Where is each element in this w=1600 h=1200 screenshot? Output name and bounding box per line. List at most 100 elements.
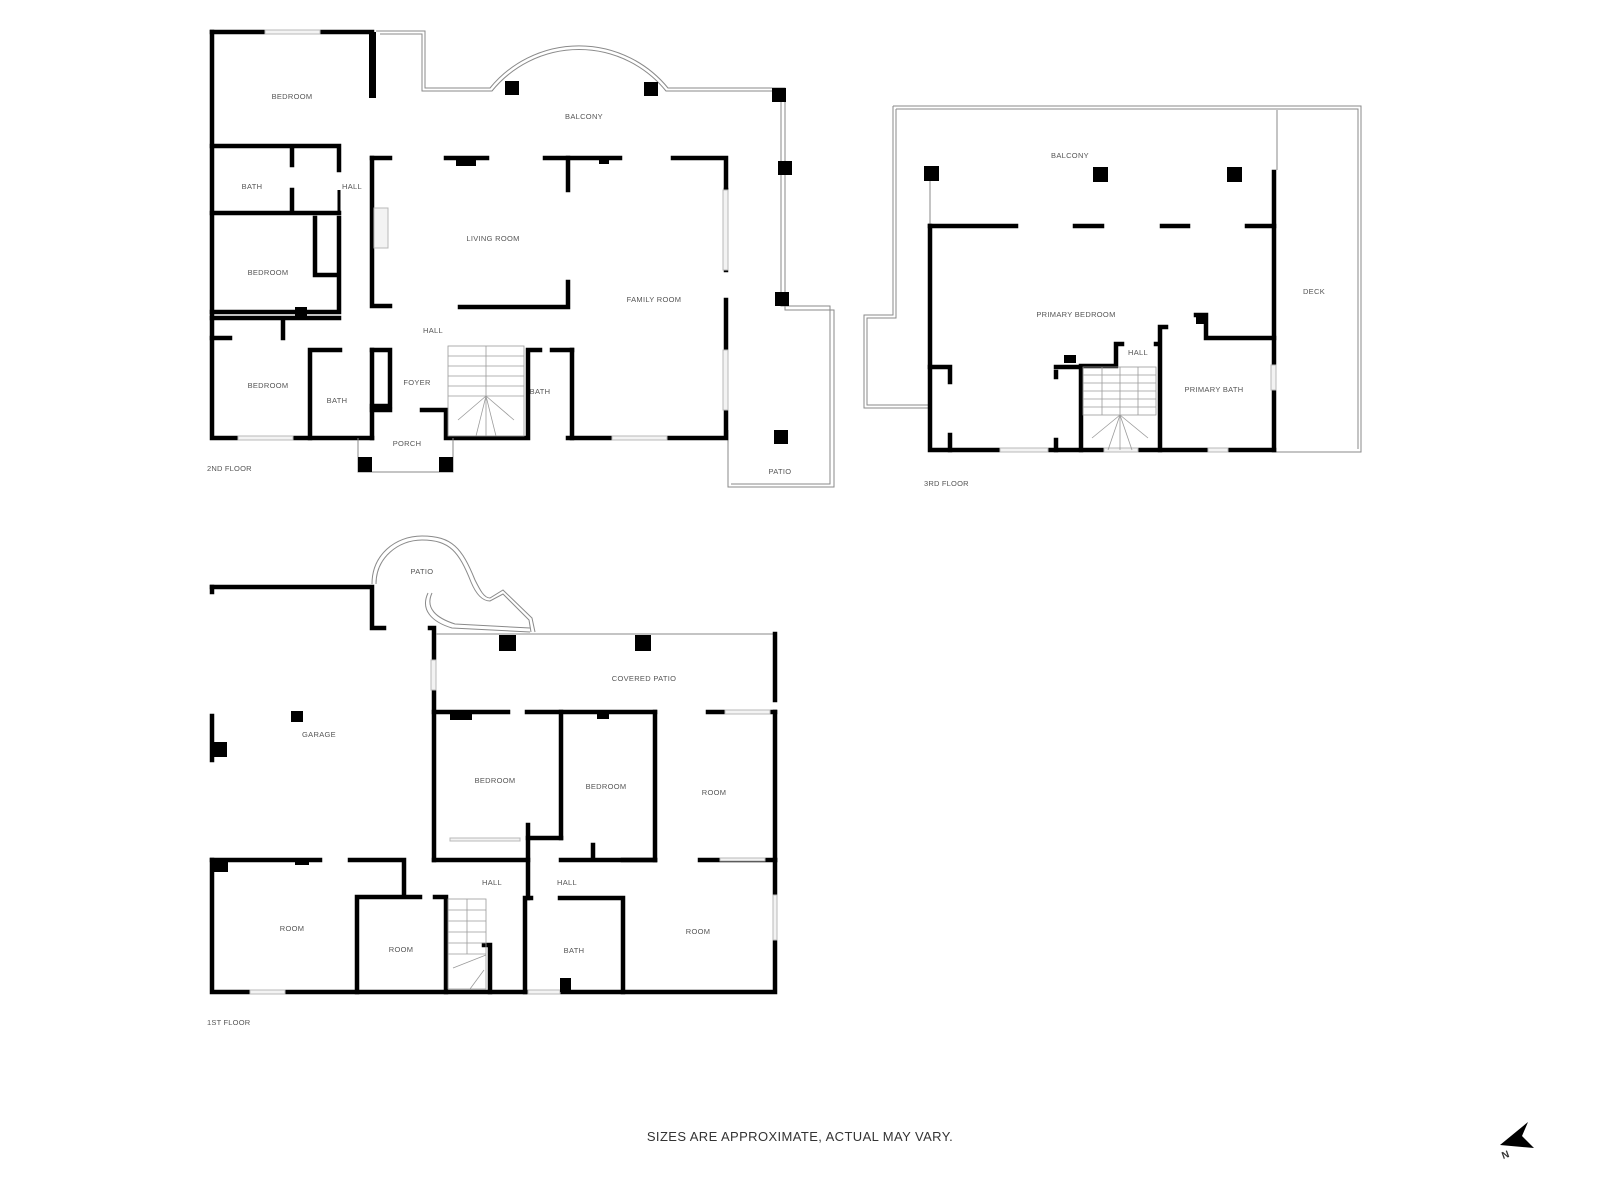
room-label-primary-bedroom: PRIMARY BEDROOM — [1036, 310, 1115, 319]
floor-label-1st: 1ST FLOOR — [207, 1018, 251, 1027]
closet-door — [449, 837, 521, 842]
room-label-hall: HALL — [482, 878, 502, 887]
patio-path — [425, 592, 531, 633]
window — [237, 435, 294, 441]
room-label-room: ROOM — [686, 927, 711, 936]
third-floor-plan: BALCONY DECK PRIMARY BEDROOM HALL PRIMAR… — [863, 105, 1362, 488]
room-label-bath: BATH — [242, 182, 263, 191]
living-west-wall — [369, 155, 393, 309]
bath-walls — [209, 143, 342, 216]
room-label-patio: PATIO — [411, 567, 434, 576]
column — [635, 635, 651, 651]
staircase — [1082, 366, 1157, 451]
bath-bottom-walls — [307, 347, 393, 441]
room-label-primary-bath: PRIMARY BATH — [1184, 385, 1243, 394]
window — [1207, 447, 1229, 453]
floor-label-3rd: 3RD FLOOR — [924, 479, 969, 488]
column — [775, 292, 789, 306]
window — [719, 857, 766, 862]
room-label-hall: HALL — [423, 326, 443, 335]
column — [212, 742, 227, 757]
room-label-bath: BATH — [564, 946, 585, 955]
room-label-bedroom: BEDROOM — [272, 92, 313, 101]
balcony-railing-left-inner — [866, 109, 928, 406]
window — [722, 189, 729, 271]
window — [249, 989, 286, 995]
column — [1196, 314, 1206, 324]
window — [527, 989, 561, 995]
room-label-room: ROOM — [702, 788, 727, 797]
closet-walls — [209, 315, 342, 341]
window — [611, 435, 668, 441]
room-label-bedroom: BEDROOM — [586, 782, 627, 791]
room-label-bedroom: BEDROOM — [248, 381, 289, 390]
column — [774, 430, 788, 444]
disclaimer-text: SIZES ARE APPROXIMATE, ACTUAL MAY VARY. — [646, 1129, 954, 1144]
column — [450, 712, 472, 720]
living-south-wall — [457, 279, 571, 310]
south-west-walls — [927, 223, 1277, 453]
north-wall-bedroom — [209, 29, 375, 98]
closet-wall — [927, 364, 953, 453]
column — [1093, 167, 1108, 182]
west-wall — [209, 29, 375, 441]
window — [1270, 364, 1277, 391]
column — [369, 32, 376, 98]
room-label-balcony: BALCONY — [1051, 151, 1089, 160]
room-label-deck: DECK — [1303, 287, 1325, 296]
patio-path-inner — [429, 592, 531, 629]
room-label-foyer: FOYER — [403, 378, 431, 387]
garage-east-wall — [427, 625, 437, 863]
room-label-bath: BATH — [530, 387, 551, 396]
column — [295, 307, 307, 317]
stair-east-wall — [1153, 324, 1169, 453]
stair-wall — [481, 942, 493, 995]
patio-outline-inner — [375, 539, 532, 633]
balcony-railing-inner — [380, 33, 831, 485]
room-label-hall: HALL — [557, 878, 577, 887]
column — [456, 158, 476, 166]
staircase — [447, 345, 525, 437]
column — [778, 161, 792, 175]
window — [430, 659, 437, 691]
family-east-wall — [565, 187, 729, 441]
patio-outline — [371, 535, 536, 633]
room-label-patio: PATIO — [769, 467, 792, 476]
room-label-porch: PORCH — [393, 439, 422, 448]
window — [999, 447, 1049, 453]
column — [924, 166, 939, 181]
balcony-railing-left — [863, 106, 928, 409]
bedroom-divider — [558, 709, 658, 863]
room-label-balcony: BALCONY — [565, 112, 603, 121]
room-label-hall: HALL — [342, 182, 362, 191]
bedroom-mid-walls — [209, 215, 342, 315]
balcony-railing-inner — [896, 108, 1359, 449]
floor-label-2nd: 2ND FLOOR — [207, 464, 252, 473]
north-arrow-icon — [1500, 1122, 1534, 1148]
stair-west-wall — [1078, 341, 1125, 453]
room-label-garage: GARAGE — [302, 730, 336, 739]
column — [499, 635, 516, 651]
garage-north-wall — [209, 584, 387, 631]
column — [599, 158, 609, 164]
column — [212, 860, 228, 872]
bath-north-wall — [1193, 312, 1277, 341]
column — [560, 978, 571, 992]
porch-outline — [357, 438, 454, 473]
column — [772, 88, 786, 102]
room-label-living-room: LIVING ROOM — [466, 234, 519, 243]
column — [505, 81, 519, 95]
second-floor-plan: BEDROOM BALCONY BATH HALL LIVING ROOM BE… — [207, 29, 835, 488]
column — [1227, 167, 1242, 182]
room-label-hall: HALL — [1128, 348, 1148, 357]
column — [1064, 355, 1076, 363]
stair-walls — [419, 347, 575, 441]
window — [722, 349, 729, 411]
window — [1103, 447, 1139, 453]
room-label-covered-patio: COVERED PATIO — [612, 674, 676, 683]
column — [439, 457, 453, 472]
room-label-family-room: FAMILY ROOM — [627, 295, 682, 304]
window — [724, 709, 771, 715]
bath-walls — [522, 895, 626, 995]
